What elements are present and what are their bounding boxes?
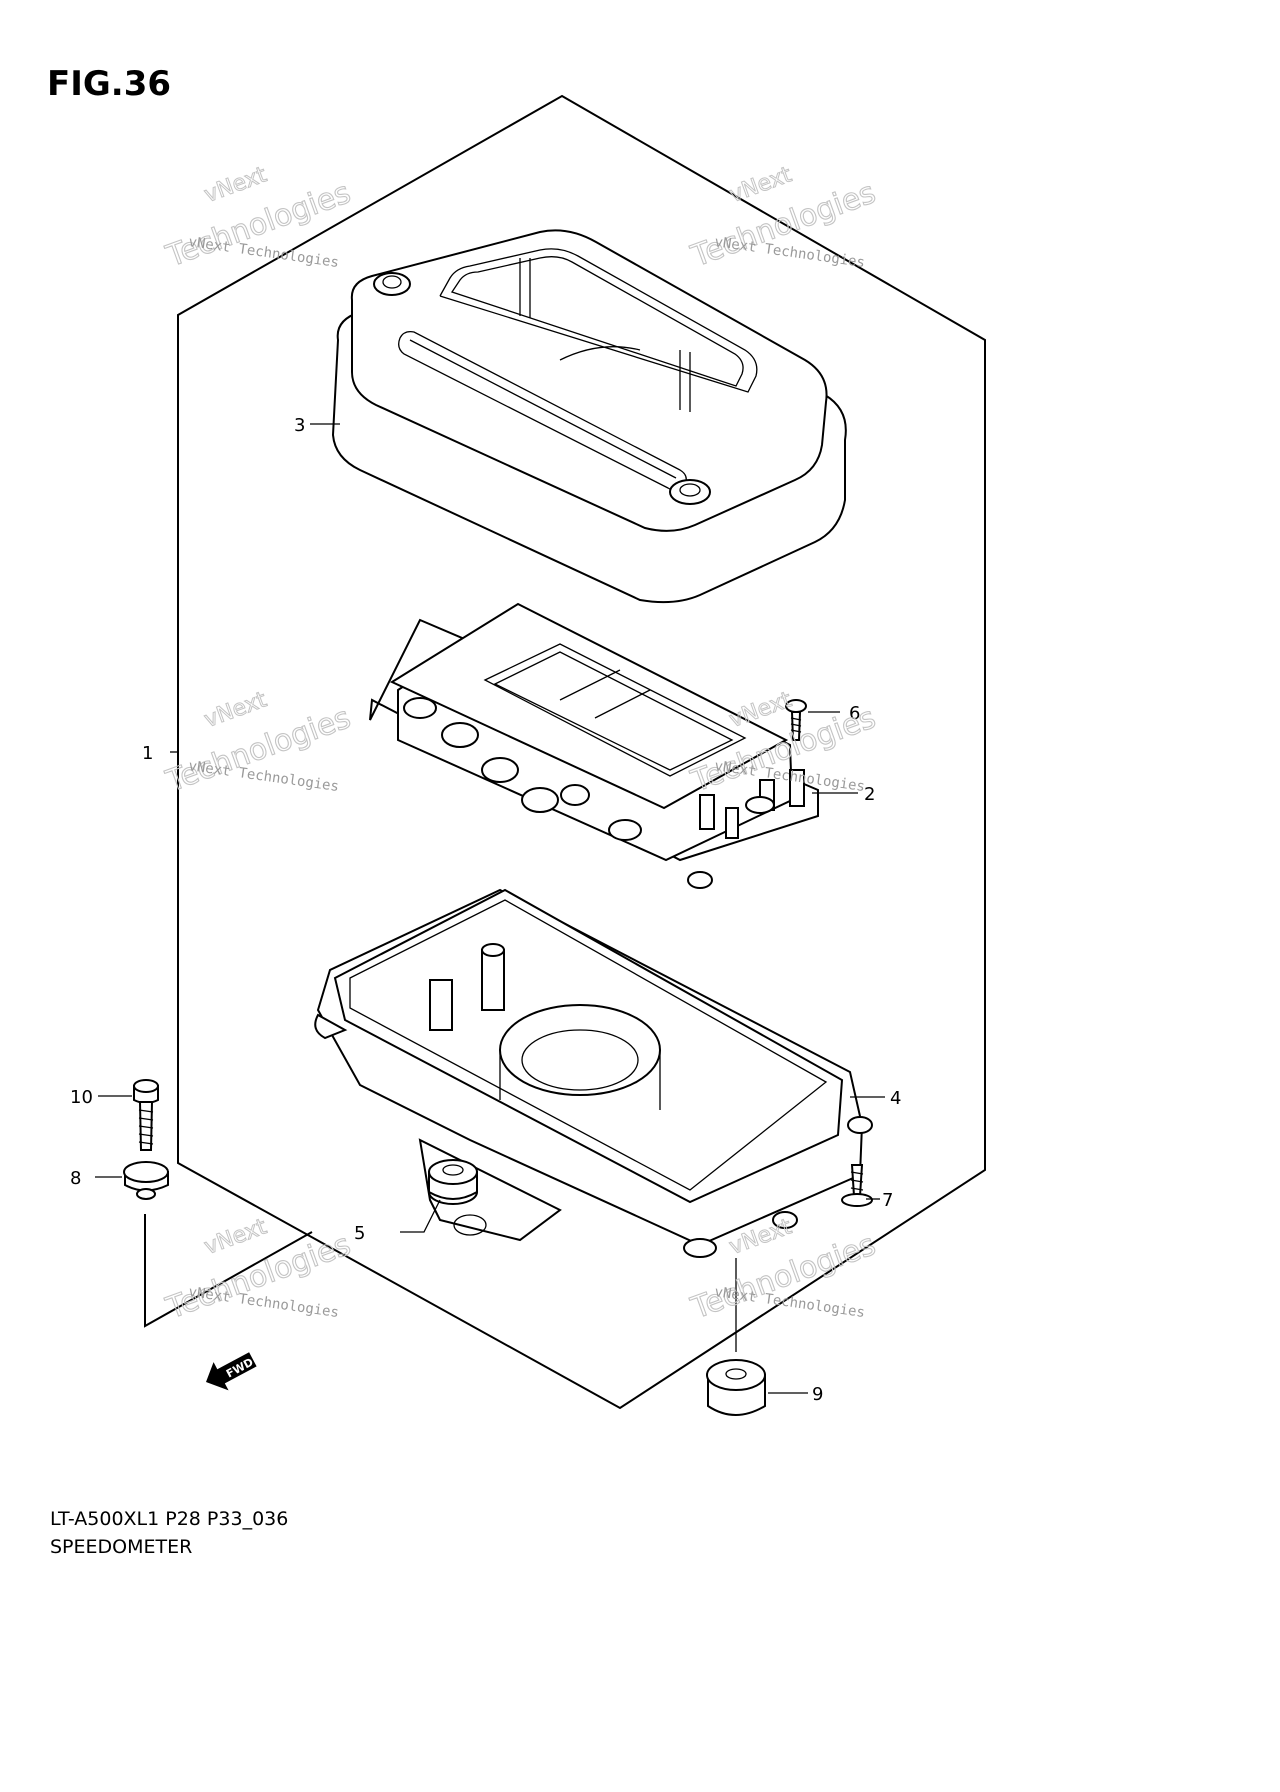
leader-lines — [95, 423, 885, 1394]
part-6-screw[interactable] — [785, 699, 807, 741]
part-4-case[interactable] — [314, 888, 873, 1258]
assembly-name-caption: SPEEDOMETER — [50, 1536, 193, 1558]
part-3-cover[interactable] — [331, 229, 847, 604]
callout-5: 5 — [354, 1223, 365, 1244]
svg-text:vNext: vNext — [201, 1214, 270, 1260]
assembly-boundary — [177, 94, 986, 1410]
callout-1: 1 — [142, 743, 153, 764]
svg-text:vNext: vNext — [726, 162, 795, 208]
svg-text:vNext: vNext — [201, 687, 270, 733]
callout-6: 6 — [849, 703, 860, 724]
figure-title: FIG.36 — [47, 64, 172, 104]
part-8-collar[interactable] — [123, 1161, 169, 1200]
callout-8: 8 — [70, 1168, 81, 1189]
model-code-caption: LT-A500XL1 P28 P33_036 — [50, 1508, 289, 1530]
part-5-grommet[interactable] — [428, 1159, 478, 1205]
part-9-cushion[interactable] — [706, 1359, 766, 1416]
part-2-meter-unit[interactable] — [369, 602, 819, 889]
callout-7: 7 — [882, 1190, 893, 1211]
callout-10: 10 — [70, 1087, 93, 1108]
fwd-arrow-icon: FWD — [206, 1352, 257, 1391]
callout-2: 2 — [864, 784, 875, 805]
callout-numbers: 1 2 3 4 5 6 7 8 9 10 — [70, 415, 901, 1405]
callout-9: 9 — [812, 1384, 823, 1405]
part-7-screw[interactable] — [841, 1164, 873, 1207]
callout-4: 4 — [890, 1088, 901, 1109]
svg-text:vNext: vNext — [201, 162, 270, 208]
callout-3: 3 — [294, 415, 305, 436]
part-10-bolt[interactable] — [133, 1079, 159, 1151]
